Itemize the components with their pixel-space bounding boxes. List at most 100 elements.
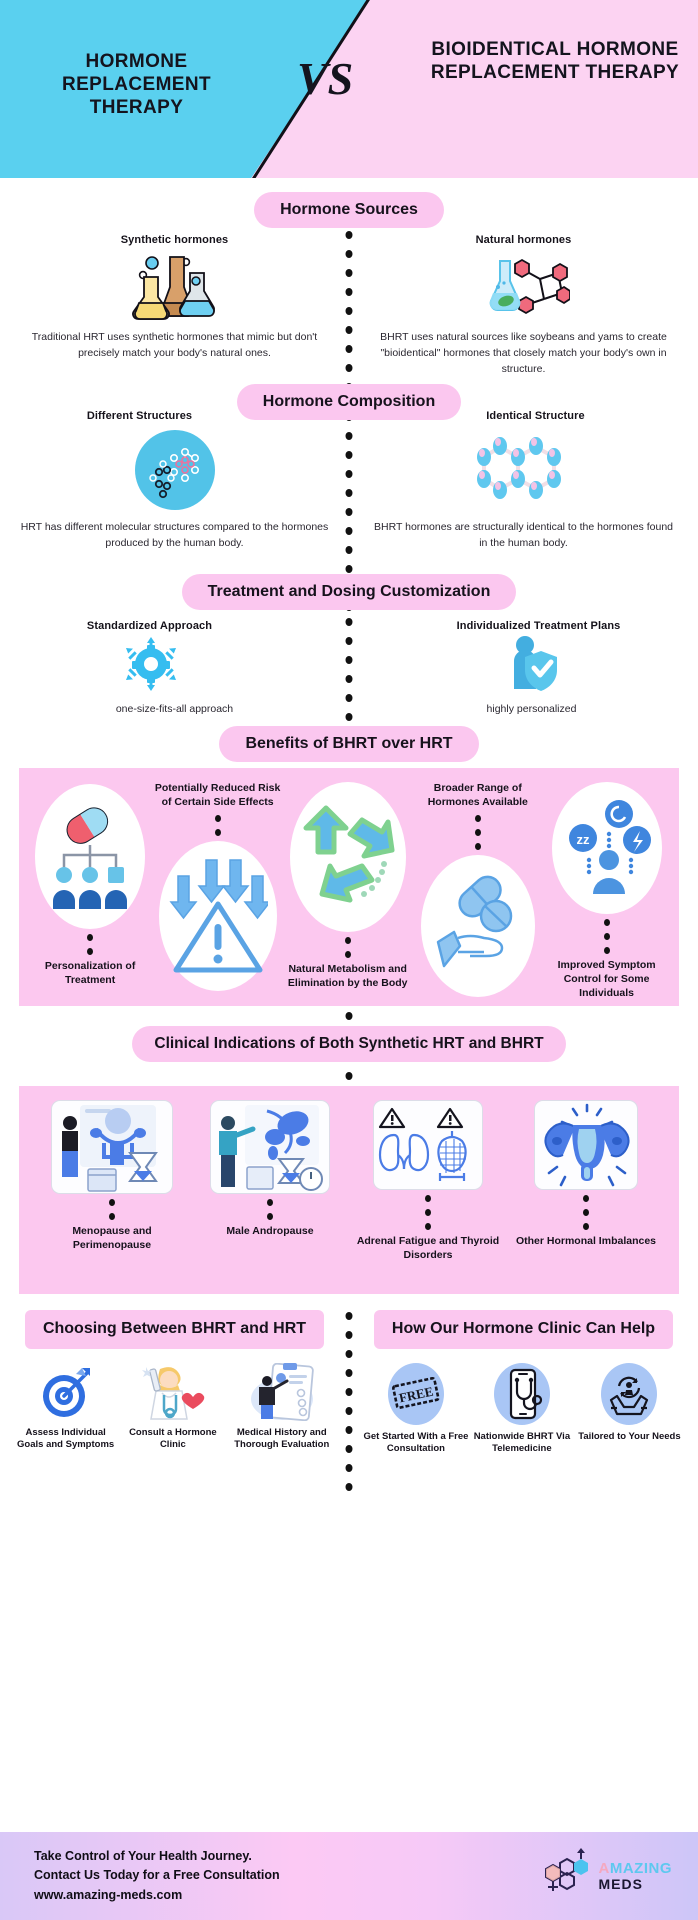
section-pill-clinical-indications[interactable]: Clinical Indications of Both Synthetic H… [132,1026,566,1062]
composition-right-label: Identical Structure [486,410,585,422]
dot [345,508,353,516]
recycle-arrows-icon [289,782,406,932]
dot [345,1012,353,1020]
clinical-dots-0 [109,1199,115,1220]
dot [267,1199,273,1206]
clinical-item-3: Other Hormonal Imbalances [507,1100,665,1249]
brand-amazing: AMAZING [598,1859,672,1877]
dot [345,345,353,353]
benefit-item-0: Personalization of Treatment [27,778,153,988]
clinical-item-1: Male Andropause [191,1100,349,1239]
sources-right-label: Natural hormones [475,234,572,246]
dot [214,828,221,836]
doctor-heart-icon [138,1363,208,1421]
dot [345,326,353,334]
pills-people-icon [35,784,146,929]
treatment-left-label: Standardized Approach [86,620,213,632]
dot [345,1464,353,1472]
dot [345,1426,353,1434]
connector-dots-bottom [345,1312,354,1491]
choosing-label-2: Medical History and Thorough Evaluation [234,1426,330,1451]
dot [345,364,353,372]
dot [345,618,353,626]
clinical-item-0: Menopause and Perimenopause [33,1100,191,1253]
dot [345,269,353,277]
dot [425,1223,431,1230]
sources-left-label: Synthetic hormones [120,234,229,246]
clinical-indications-band: Menopause and Perimenopause [19,1086,679,1294]
kidney-thyroid-warning-icon [373,1100,483,1190]
footer-text-block: Take Control of Your Health Journey. Con… [34,1847,280,1905]
sources-right-text: BHRT uses natural sources like soybeans … [380,331,667,375]
clinic-item-2: Tailored to Your Needs [575,1362,684,1456]
footer-line-2: Contact Us Today for a Free Consultation [34,1868,280,1883]
dot [214,814,221,822]
benefit-item-1: Potentially Reduced Risk of Certain Side… [153,778,282,991]
infographic-body: Hormone Sources Synthetic hormones [0,178,698,1504]
choosing-item-2: Medical History and Thorough Evaluation [227,1362,338,1452]
footer-website-link[interactable]: www.amazing-meds.com [34,1887,183,1902]
section-pill-benefits[interactable]: Benefits of BHRT over HRT [219,726,479,762]
dot [345,546,353,554]
brand-letter-m: M [609,1859,623,1877]
header-banner: VS HORMONE REPLACEMENT THERAPY BIOIDENTI… [0,0,698,178]
dot [345,288,353,296]
brand-logo: AMAZING MEDS [532,1845,672,1907]
clinical-dots-1 [267,1199,273,1220]
treatment-right-text: highly personalized [486,703,577,715]
vs-icon: VS [297,53,354,104]
clinical-label-3: Other Hormonal Imbalances [515,1235,657,1247]
lab-flasks-icon [16,250,333,324]
dot [345,1445,353,1453]
benefit-dots-3 [474,814,481,850]
phone-stethoscope-icon [493,1362,550,1425]
choosing-label-1: Consult a Hormone Clinic [129,1426,217,1451]
dot [345,675,353,683]
dot [345,489,353,497]
clinical-dots-3 [583,1195,589,1230]
benefit-item-4: zz [542,778,671,1001]
down-arrows-warning-icon [158,840,277,991]
brand-letters-azing: AZING [622,1859,672,1877]
person-shield-icon [395,634,682,694]
dot [345,250,353,258]
dot [345,1483,353,1491]
composition-left-label: Different Structures [86,410,193,422]
benefit-dots-2 [344,937,351,958]
section-pill-clinic-help[interactable]: How Our Hormone Clinic Can Help [391,1320,656,1337]
dot [345,307,353,315]
dot [87,934,94,941]
dot [345,432,353,440]
header-title-bhrt: BIOIDENTICAL HORMONE REPLACEMENT THERAPY [430,39,680,84]
dot [583,1209,589,1216]
benefit-dots-1 [214,814,221,836]
footer-cta: Take Control of Your Health Journey. Con… [0,1832,698,1920]
section-pill-hormone-sources[interactable]: Hormone Sources [254,192,444,228]
choosing-label-0: Assess Individual Goals and Symptoms [17,1426,115,1451]
sources-left-text: Traditional HRT uses synthetic hormones … [31,331,318,359]
amazing-meds-molecule-logo [545,1848,589,1891]
composition-left-text: HRT has different molecular structures c… [20,521,329,549]
gear-arrows-icon [0,634,333,694]
dot [474,842,481,850]
benefit-label-0: Personalization of Treatment [44,960,136,986]
dot [345,694,353,702]
dot [425,1195,431,1202]
section-pill-choosing[interactable]: Choosing Between BHRT and HRT [42,1320,307,1337]
section-pill-treatment-dosing[interactable]: Treatment and Dosing Customization [181,574,517,610]
natural-flask-molecule-icon [365,250,682,324]
section-pill-hormone-composition[interactable]: Hormone Composition [236,384,462,420]
dot [344,937,351,944]
dot [109,1199,115,1206]
free-stamp-icon: FREE [387,1362,444,1425]
dot [109,1213,115,1220]
benefit-item-2: Natural Metabolism and Elimination by th… [282,778,413,991]
symptom-control-icon: zz [551,782,662,914]
clinic-label-2: Tailored to Your Needs [578,1430,681,1442]
choosing-item-1: Consult a Hormone Clinic [119,1363,226,1452]
target-dart-icon [38,1363,94,1421]
dot [345,656,353,664]
hexagon-molecule-icon [365,428,682,512]
pills-in-hand-icon [420,854,535,997]
dot [345,713,353,721]
